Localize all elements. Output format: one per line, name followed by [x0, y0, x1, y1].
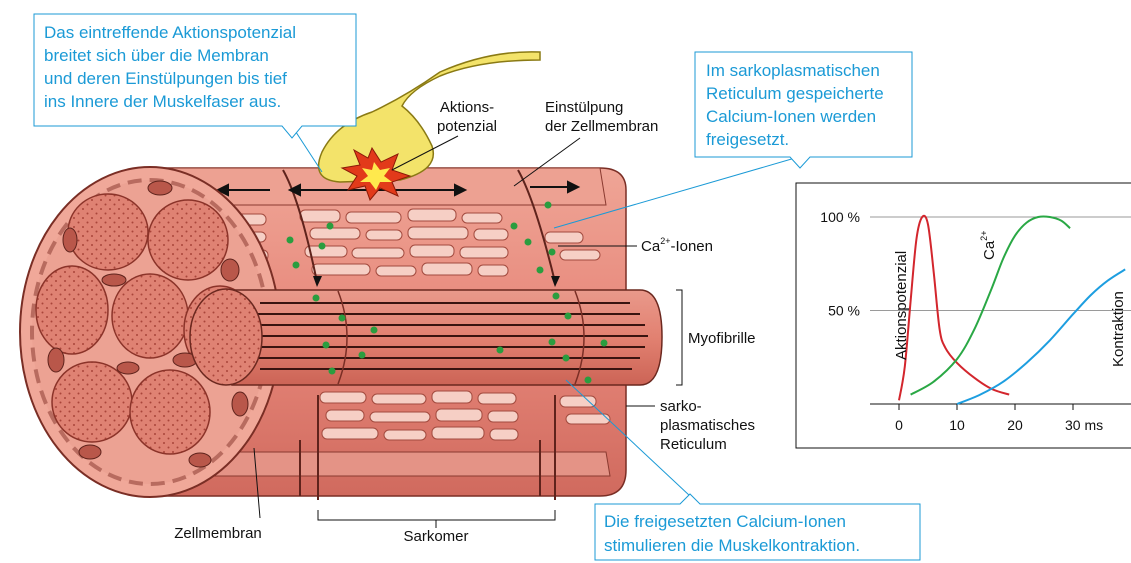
- label-sr-3: Reticulum: [660, 436, 727, 453]
- series-label-aktionspotenzial: Aktionspotenzial: [893, 251, 910, 360]
- label-ca-ionen: Ca2+-Ionen: [641, 236, 713, 255]
- label-einstuelpung-2: der Zellmembran: [545, 118, 658, 135]
- callout-bottom-line-2: stimulieren die Muskelkontraktion.: [604, 536, 860, 555]
- myofibril: [190, 289, 662, 385]
- label-sarkomer: Sarkomer: [403, 528, 468, 545]
- callout-top-right-line-4: freigesetzt.: [706, 130, 789, 149]
- label-sr-1: sarko-: [660, 398, 702, 415]
- callout-top-right-line-2: Reticulum gespeicherte: [706, 84, 884, 103]
- callout-top-left-line-4: ins Innere der Muskelfaser aus.: [44, 92, 281, 111]
- callout-top-left-line-2: breitet sich über die Membran: [44, 46, 269, 65]
- y-tick-50: 50 %: [828, 303, 860, 319]
- x-tick-label: 20: [1007, 417, 1023, 433]
- y-tick-100: 100 %: [820, 209, 860, 225]
- callout-top-right-line-3: Calcium-Ionen werden: [706, 107, 876, 126]
- callout-top-left-line-3: und deren Einstülpungen bis tief: [44, 69, 287, 88]
- x-tick-label: 10: [949, 417, 965, 433]
- callout-top-right-line-1: Im sarkoplasmatischen: [706, 61, 880, 80]
- callout-top-right: Im sarkoplasmatischen Reticulum gespeich…: [695, 52, 912, 168]
- x-tick-label: 30 ms: [1065, 417, 1103, 433]
- x-tick-label: 0: [895, 417, 903, 433]
- label-zellmembran: Zellmembran: [174, 525, 262, 542]
- callout-top-left: Das eintreffende Aktionspotenzial breite…: [34, 14, 356, 138]
- label-aktionspotenzial-2: potenzial: [437, 118, 497, 135]
- label-sr-2: plasmatisches: [660, 417, 755, 434]
- callout-top-left-line-1: Das eintreffende Aktionspotenzial: [44, 23, 296, 42]
- label-myofibrille: Myofibrille: [688, 330, 756, 347]
- callout-bottom-line-1: Die freigesetzten Calcium-Ionen: [604, 512, 846, 531]
- label-aktionspotenzial-1: Aktions-: [440, 99, 494, 116]
- callout-bottom: Die freigesetzten Calcium-Ionen stimulie…: [595, 494, 920, 560]
- series-label-kontraktion: Kontraktion: [1110, 291, 1127, 367]
- label-einstuelpung-1: Einstülpung: [545, 99, 623, 116]
